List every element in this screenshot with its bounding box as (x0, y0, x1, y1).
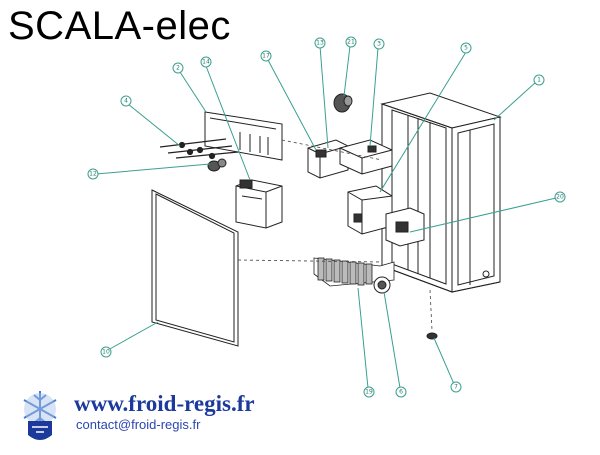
front-panel (151, 189, 239, 347)
svg-text:5: 5 (464, 45, 468, 52)
callout-12: 12 (87, 168, 99, 180)
svg-text:7: 7 (454, 384, 458, 391)
svg-text:17: 17 (262, 53, 270, 60)
callout-21: 21 (345, 36, 357, 48)
transformer-block (235, 179, 283, 229)
leader-lines (95, 45, 557, 389)
callout-10: 10 (100, 346, 112, 358)
enclosure-box (380, 92, 502, 293)
screw-pins (159, 138, 239, 160)
shield-icon (28, 421, 52, 440)
callout-19: 19 (363, 386, 375, 398)
svg-text:21: 21 (347, 39, 355, 46)
terminal-strip (313, 257, 395, 287)
cable-gland (373, 276, 391, 294)
callout-labels: 2 4 12 14 17 13 21 3 5 1 20 10 19 6 7 (87, 36, 566, 398)
small-knob (207, 158, 227, 172)
callout-1: 1 (533, 74, 545, 86)
contact-email-link[interactable]: contact@froid-regis.fr (76, 417, 201, 432)
callout-3: 3 (373, 38, 385, 50)
svg-text:2: 2 (176, 65, 180, 72)
svg-text:3: 3 (377, 41, 381, 48)
brand-logo (23, 391, 57, 440)
washer (426, 332, 438, 340)
callout-17: 17 (260, 50, 272, 62)
relay-module (307, 139, 349, 179)
callout-7: 7 (450, 381, 462, 393)
svg-text:20: 20 (556, 194, 564, 201)
svg-text:1: 1 (537, 77, 541, 84)
svg-text:19: 19 (365, 389, 373, 396)
callout-2: 2 (172, 62, 184, 74)
svg-text:6: 6 (399, 389, 403, 396)
callout-14: 14 (200, 56, 212, 68)
callout-13: 13 (314, 37, 326, 49)
callout-5: 5 (460, 42, 472, 54)
inner-module (347, 185, 425, 247)
rail-plate (204, 111, 283, 161)
assembly-lines (237, 139, 433, 331)
callout-20: 20 (554, 191, 566, 203)
svg-text:14: 14 (202, 59, 210, 66)
callout-6: 6 (395, 386, 407, 398)
indicator-knob (333, 93, 353, 113)
page-title: SCALA-elec (8, 4, 231, 48)
svg-text:10: 10 (102, 349, 110, 356)
svg-text:4: 4 (124, 98, 128, 105)
svg-text:13: 13 (316, 40, 324, 47)
callout-4: 4 (120, 95, 132, 107)
site-url-link[interactable]: www.froid-regis.fr (74, 391, 255, 416)
svg-text:12: 12 (89, 171, 97, 178)
